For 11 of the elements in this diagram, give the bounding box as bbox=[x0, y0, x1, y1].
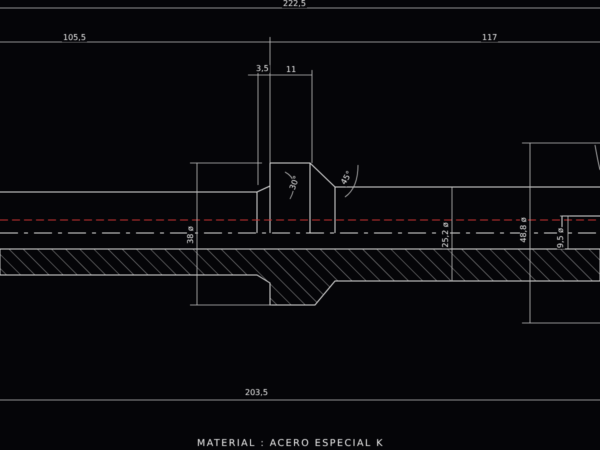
dimension-value: 3,5 bbox=[255, 65, 270, 73]
dimension-value: 25,2 ø bbox=[442, 221, 450, 249]
material-note: MATERIAL : ACERO ESPECIAL K bbox=[196, 439, 386, 448]
dimension-value: 105,5 bbox=[62, 34, 87, 42]
dimension-value: 222,5 bbox=[282, 0, 307, 8]
dimension-value: 38 ø bbox=[187, 225, 195, 245]
dimension-value: 48,8 ø bbox=[520, 216, 528, 244]
dimension-value: 117 bbox=[481, 34, 498, 42]
dimension-value: 203,5 bbox=[244, 389, 269, 397]
dimension-value: 9,5 ø bbox=[557, 226, 565, 250]
dimension-value: 11 bbox=[285, 66, 298, 74]
